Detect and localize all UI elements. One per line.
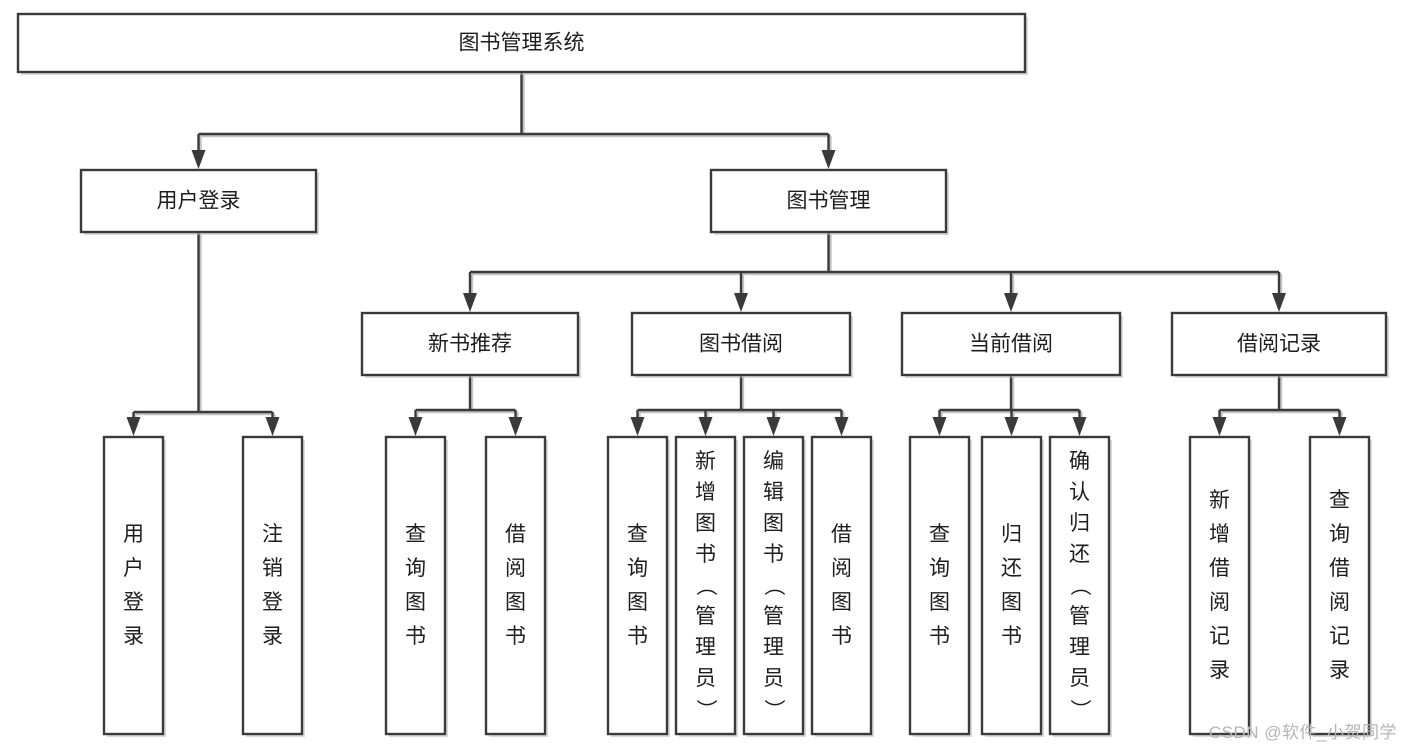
node-box-level2[interactable]: [1170, 311, 1388, 377]
arrow-head-icon: [821, 150, 836, 169]
node-label: 图书借阅: [699, 333, 783, 356]
arrow-head-icon: [508, 417, 523, 436]
node-box-leaf[interactable]: [484, 435, 547, 736]
arrow-head-icon: [408, 417, 423, 436]
arrow-head-icon: [1212, 417, 1227, 436]
node-box-leaf[interactable]: [674, 435, 737, 736]
node-box-leaf[interactable]: [742, 435, 805, 736]
node-box-leaf[interactable]: [241, 435, 304, 736]
node-box-leaf[interactable]: [102, 435, 165, 736]
node-box-leaf[interactable]: [1048, 435, 1111, 736]
arrow-head-icon: [1072, 417, 1087, 436]
arrow-head-icon: [126, 417, 141, 436]
arrow-head-icon: [932, 417, 947, 436]
connectors-layer: [126, 72, 1347, 436]
node-box-leaf[interactable]: [384, 435, 447, 736]
node-box-level2[interactable]: [900, 311, 1122, 377]
node-label: 当前借阅: [969, 333, 1053, 356]
arrow-head-icon: [463, 293, 477, 312]
node-box-leaf[interactable]: [980, 435, 1043, 736]
arrow-head-icon: [734, 293, 748, 312]
node-box-root[interactable]: [16, 12, 1027, 74]
arrow-head-icon: [834, 417, 849, 436]
arrow-head-icon: [698, 417, 713, 436]
arrow-head-icon: [265, 417, 280, 436]
node-box-level1[interactable]: [709, 168, 948, 234]
arrow-head-icon: [191, 150, 206, 169]
node-label: 新书推荐: [428, 333, 512, 356]
node-label: 图书管理系统: [459, 32, 585, 55]
arrow-head-icon: [1272, 293, 1286, 312]
arrow-head-icon: [630, 417, 645, 436]
node-label: 借阅记录: [1237, 333, 1321, 356]
node-box-level1[interactable]: [79, 168, 318, 234]
node-box-leaf[interactable]: [908, 435, 971, 736]
node-label: 用户登录: [157, 190, 241, 213]
arrow-head-icon: [1004, 293, 1018, 312]
watermark-text: CSDN @软件_小贺同学: [1208, 723, 1397, 742]
node-box-leaf[interactable]: [1308, 435, 1371, 736]
arrow-head-icon: [1332, 417, 1347, 436]
node-box-leaf[interactable]: [606, 435, 669, 736]
node-label: 图书管理: [787, 190, 871, 213]
boxes-layer: [16, 12, 1389, 737]
arrow-head-icon: [1004, 417, 1019, 436]
node-box-leaf[interactable]: [1188, 435, 1251, 736]
arrow-head-icon: [766, 417, 781, 436]
node-box-leaf[interactable]: [810, 435, 873, 736]
node-box-level2[interactable]: [630, 311, 852, 377]
node-box-level2[interactable]: [360, 311, 580, 377]
